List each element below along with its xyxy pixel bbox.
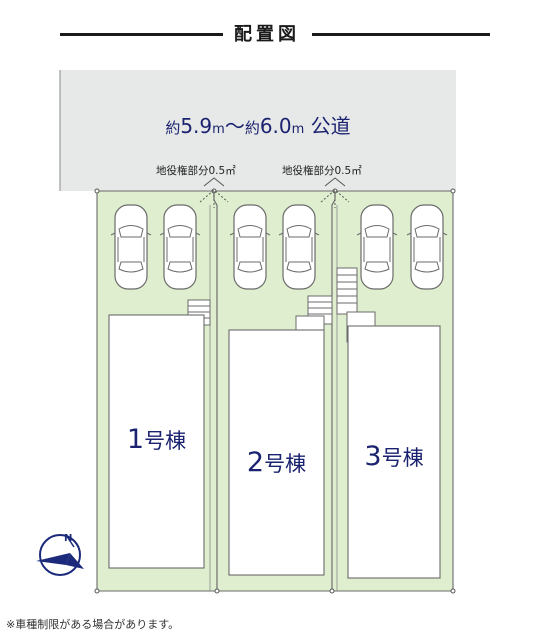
easement-marker-1 — [199, 177, 229, 208]
house-label-3: 3号棟 — [348, 441, 440, 472]
title-right-rule — [312, 33, 490, 36]
easement-label-2: 地役権部分0.5㎡ — [282, 165, 362, 177]
road-width-min: 5.9 — [180, 114, 213, 138]
road-width-label: 約5.9m～約6.0m 公道 — [60, 110, 456, 139]
north-compass-icon — [36, 534, 84, 576]
easement-marker-2 — [320, 177, 350, 208]
road-unit-2: m — [291, 122, 305, 137]
house-label-2: 2号棟 — [229, 447, 324, 478]
road-unit-1: m — [212, 122, 225, 137]
house-suffix-3: 号棟 — [381, 446, 424, 470]
building-3 — [347, 325, 441, 579]
road-tilde: ～ — [224, 114, 245, 138]
page-title: 配置図 — [234, 24, 300, 45]
road-prefix-2: 約 — [244, 119, 260, 137]
house-suffix-2: 号棟 — [264, 452, 307, 476]
building-1 — [108, 314, 205, 569]
public-road — [60, 70, 456, 191]
house-number-2: 2 — [246, 447, 265, 478]
house-label-1: 1号棟 — [109, 424, 204, 455]
road-prefix-1: 約 — [165, 119, 181, 137]
building-2 — [228, 329, 325, 576]
road-type: 公道 — [310, 114, 351, 138]
road-width-max: 6.0 — [259, 114, 292, 138]
house-number-3: 3 — [364, 441, 382, 472]
title-left-rule — [60, 33, 223, 36]
easement-label-1: 地役権部分0.5㎡ — [156, 165, 236, 177]
compass-north-letter: N — [64, 533, 73, 544]
vehicle-restriction-note: ※車種制限がある場合があります。 — [6, 618, 180, 631]
title-bar: 配置図 — [0, 14, 533, 54]
house-suffix-1: 号棟 — [144, 429, 187, 453]
house-number-1: 1 — [126, 424, 145, 455]
